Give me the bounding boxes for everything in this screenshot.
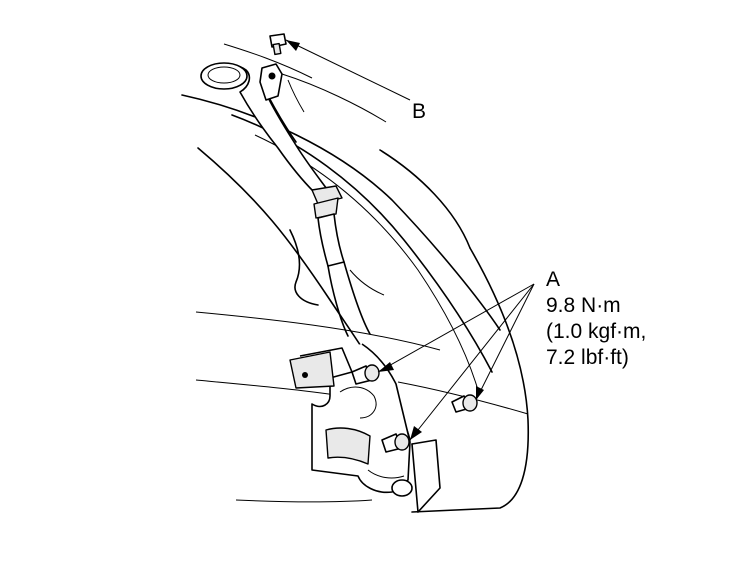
label-a: A [546,268,560,291]
label-a-torque-kgf: (1.0 kgf·m, [546,320,646,343]
drain-fitting [391,479,413,497]
upper-bracket [223,43,387,123]
bolt-a-2 [381,433,410,453]
label-b: B [412,100,426,123]
bolt-b [269,33,287,56]
label-a-torque-lbf: 7.2 lbf·ft) [546,346,629,369]
label-a-torque-nm: 9.8 N·m [546,294,621,317]
bolt-a-3 [451,394,478,413]
filler-neck [200,62,371,337]
leader-lines [285,39,535,441]
bolt-a-1 [351,364,380,385]
lower-bracket [289,343,441,513]
bracket-hole [302,372,308,378]
